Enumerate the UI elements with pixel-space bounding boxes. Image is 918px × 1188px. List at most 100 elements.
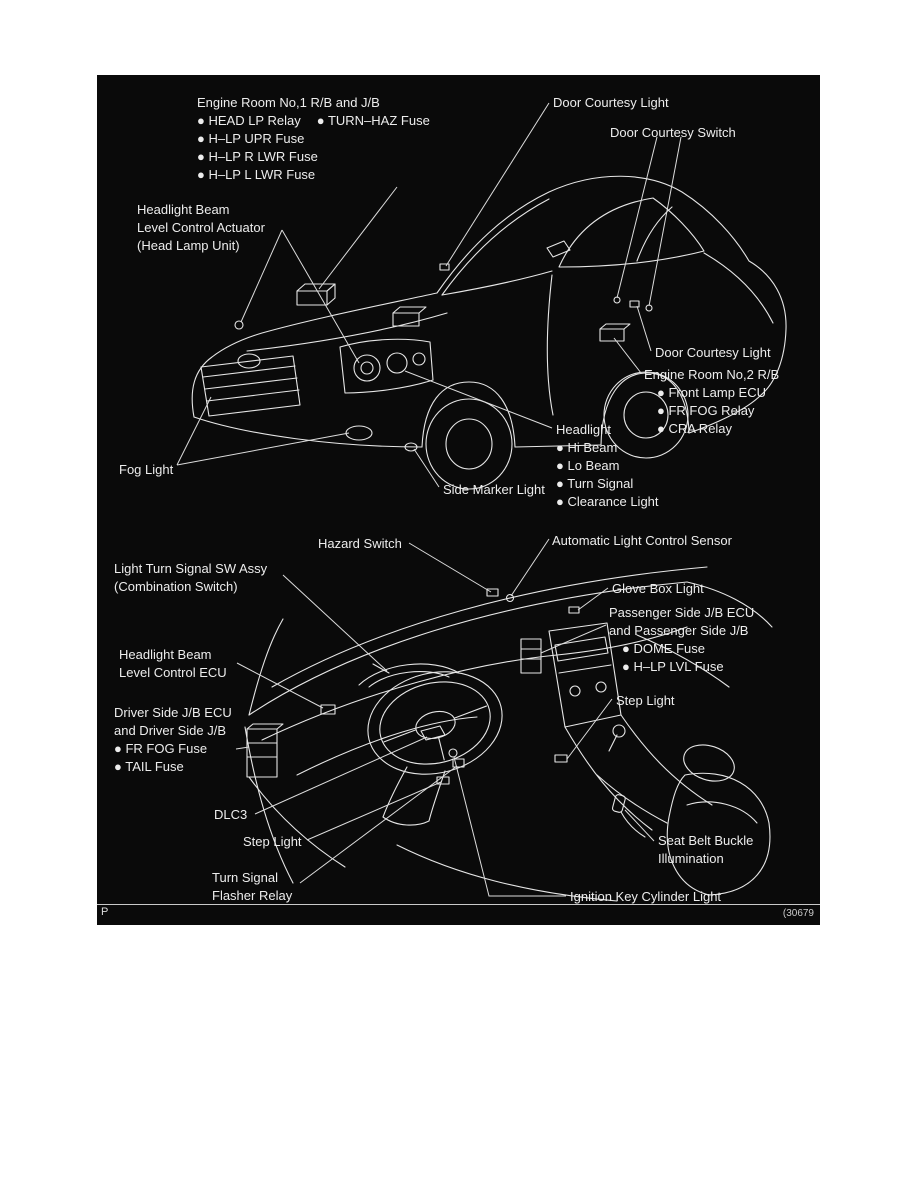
auto-light-sensor-marker <box>505 593 515 603</box>
front-wheel <box>425 398 513 490</box>
front-lower-bumper <box>193 416 423 448</box>
combination-switch-lever <box>372 663 390 674</box>
label-engine-room-2: Engine Room No,2 R/B ● Front Lamp ECU ● … <box>644 366 779 438</box>
glove-box-line <box>636 634 730 688</box>
driver-jb-box <box>246 723 284 778</box>
leader-combination-switch <box>282 574 388 672</box>
cowl-line <box>441 270 553 296</box>
headlamp-projector <box>360 361 374 375</box>
label-driver-jb: Driver Side J/B ECU and Driver Side J/B … <box>114 704 232 776</box>
leader-hazard-switch <box>408 542 492 593</box>
label-door-courtesy-light-side: Door Courtesy Light <box>655 345 771 360</box>
glove-box-light-marker <box>568 606 580 614</box>
car-exterior-drawing <box>191 175 787 490</box>
leader-dlc3 <box>254 736 428 815</box>
steering-wheel <box>367 671 503 775</box>
label-line: ● Lo Beam <box>556 458 620 473</box>
step-light-marker-right <box>554 754 568 763</box>
label-hazard-switch: Hazard Switch <box>318 536 402 551</box>
label-line: Level Control Actuator <box>137 220 265 235</box>
label-line: Turn Signal <box>212 870 278 885</box>
label-line: Headlight Beam <box>119 647 212 662</box>
leader-fog-light <box>176 396 212 466</box>
label-line: ● H–LP R LWR Fuse <box>197 149 318 164</box>
passenger-seat <box>666 772 771 896</box>
label-step-light-left: Step Light <box>243 834 302 849</box>
car-body-silhouette <box>191 175 787 418</box>
leader-door-courtesy-switch <box>616 136 658 299</box>
leader-lines <box>176 102 682 897</box>
leader-seat-belt-buckle <box>624 809 655 842</box>
door-courtesy-light-marker-top <box>439 263 450 271</box>
left-a-pillar <box>248 618 284 716</box>
leader-engine-room-2 <box>613 337 642 374</box>
rear-wheel <box>603 371 689 459</box>
label-line: (Combination Switch) <box>114 579 238 594</box>
dash-top-edge <box>248 581 688 716</box>
label-line: Engine Room No,2 R/B <box>644 367 780 382</box>
label-line: Level Control ECU <box>119 665 227 680</box>
label-line: ● Hi Beam <box>556 440 618 455</box>
label-fog-light: Fog Light <box>119 462 174 477</box>
figure-number: (30679 <box>782 908 814 919</box>
label-line: ● TAIL Fuse <box>114 759 184 774</box>
side-marker-lamp <box>404 442 418 452</box>
label-dlc3: DLC3 <box>214 807 248 822</box>
console-surface <box>596 774 668 824</box>
hood-cut-line <box>246 312 448 352</box>
left-door-panel <box>244 726 294 884</box>
label-line: Flasher Relay <box>212 888 293 903</box>
label-line: ● H–LP L LWR Fuse <box>197 167 316 182</box>
label-line: ● HEAD LP Relay● TURN–HAZ Fuse <box>197 112 430 130</box>
label-glove-box-light: Glove Box Light <box>612 581 704 596</box>
engine-room-2-relay-box <box>599 323 631 342</box>
door-courtesy-light-marker-side <box>629 300 640 308</box>
stack-knob <box>595 681 607 693</box>
hood-actuator-box <box>392 306 427 327</box>
leader-headlight-actuator <box>281 229 360 364</box>
front-wheel-hub <box>445 418 493 470</box>
label-engine-room-1: Engine Room No,1 R/B and J/B ● HEAD LP R… <box>197 94 430 184</box>
headlamp-turn-lamp <box>412 352 426 366</box>
label-line: ● FR FOG Fuse <box>114 741 208 756</box>
label-line: and Driver Side J/B <box>114 723 226 738</box>
leader-passenger-jb <box>540 624 607 654</box>
label-line: ● FR FOG Relay <box>657 403 755 418</box>
center-stack-row <box>558 664 612 674</box>
label-line: Engine Room No,1 R/B and J/B <box>197 95 380 110</box>
center-stack-screen <box>554 636 609 662</box>
label-line: Illumination <box>658 851 724 866</box>
floor-line <box>396 844 618 902</box>
leader-fog-light <box>176 432 350 466</box>
label-line: Seat Belt Buckle <box>658 833 754 848</box>
rear-lower-line <box>688 394 762 434</box>
flasher-relay-marker <box>452 758 465 768</box>
column-shroud <box>382 816 430 826</box>
seat-headrest <box>683 744 735 782</box>
leader-auto-light-sensor <box>510 538 550 597</box>
label-line: and Passenger Side J/B <box>609 623 749 638</box>
leader-headlight-actuator <box>240 229 283 323</box>
headlight-level-ecu-marker <box>320 704 336 715</box>
window-divider <box>636 206 673 262</box>
label-auto-light-sensor: Automatic Light Control Sensor <box>552 533 732 548</box>
hazard-switch-marker <box>486 588 499 597</box>
label-line: ● Front Lamp ECU <box>657 385 766 400</box>
leader-ignition-key-light <box>453 756 566 897</box>
console-edge <box>620 714 713 806</box>
passenger-jb-box <box>520 638 542 674</box>
label-segment: ● TURN–HAZ Fuse <box>316 113 430 128</box>
label-ignition-key-light: Ignition Key Cylinder Light <box>570 889 722 904</box>
label-passenger-jb: Passenger Side J/B ECU and Passenger Sid… <box>609 604 754 676</box>
leader-driver-jb <box>235 746 250 750</box>
a-pillar-line <box>441 198 550 296</box>
brand-badge <box>237 353 261 369</box>
leader-door-courtesy-light-top <box>445 102 550 267</box>
label-line: ● Turn Signal <box>556 476 634 491</box>
component-location-diagram: Engine Room No,1 R/B and J/B ● HEAD LP R… <box>97 75 820 925</box>
grille-slat <box>202 365 296 378</box>
label-headlight: Headlight ● Hi Beam ● Lo Beam ● Turn Sig… <box>556 421 659 511</box>
engine-room-1-relay-box <box>296 283 336 306</box>
leader-glove-box-light <box>577 587 609 611</box>
